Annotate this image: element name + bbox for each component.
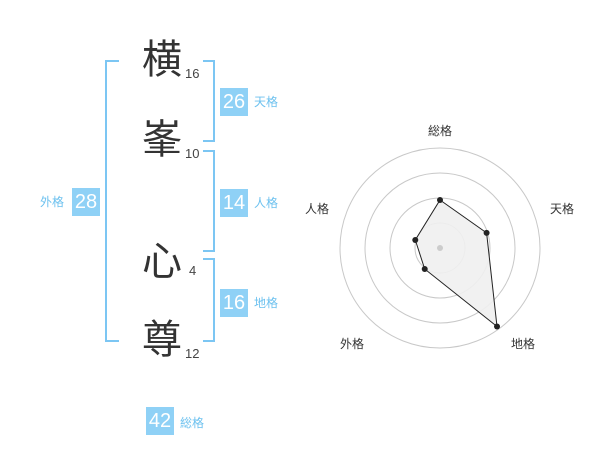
chikaku-label: 地格 <box>254 296 279 310</box>
radar-point-4 <box>412 236 419 243</box>
soukaku-value-badge: 42 <box>146 407 174 435</box>
chikaku-bracket <box>203 258 215 342</box>
tenkaku-label: 天格 <box>254 95 279 109</box>
radar-axis-label-tenkaku: 天格 <box>550 202 575 216</box>
jinkaku-label: 人格 <box>254 196 279 210</box>
radar-axis-label-gaikaku: 外格 <box>340 337 365 351</box>
stroke-count-2: 10 <box>185 146 200 161</box>
name-char-1: 横 <box>142 37 182 83</box>
radar-ring-4 <box>339 147 541 349</box>
gaikaku-bracket <box>105 60 119 342</box>
radar-axis-label-soukaku: 総格 <box>428 124 453 138</box>
radar-points <box>412 197 501 330</box>
radar-center-dot <box>437 245 443 251</box>
radar-point-1 <box>483 229 490 236</box>
name-char-4: 尊 <box>142 317 182 363</box>
gaikaku-label: 外格 <box>40 195 65 209</box>
stroke-count-3: 4 <box>189 263 197 278</box>
jinkaku-bracket <box>203 150 215 252</box>
chikaku-value-badge: 16 <box>220 289 248 317</box>
gaikaku-value-badge: 28 <box>72 188 100 216</box>
name-char-3: 心 <box>142 239 182 285</box>
radar-point-2 <box>494 323 501 330</box>
radar-polygon <box>414 199 498 328</box>
radar-axis-label-jinkaku: 人格 <box>305 202 330 216</box>
radar-point-0 <box>437 197 443 203</box>
radar-ring-3 <box>364 172 516 324</box>
radar-axis-label-chikaku: 地格 <box>511 337 536 351</box>
radar-point-3 <box>421 266 428 273</box>
tenkaku-bracket <box>203 60 215 142</box>
radar-rings <box>339 147 541 349</box>
stroke-count-1: 16 <box>185 66 200 81</box>
stroke-count-4: 12 <box>185 346 200 361</box>
name-char-2: 峯 <box>142 117 182 163</box>
jinkaku-value-badge: 14 <box>220 189 248 217</box>
soukaku-label: 総格 <box>180 416 205 430</box>
tenkaku-value-badge: 26 <box>220 88 248 116</box>
